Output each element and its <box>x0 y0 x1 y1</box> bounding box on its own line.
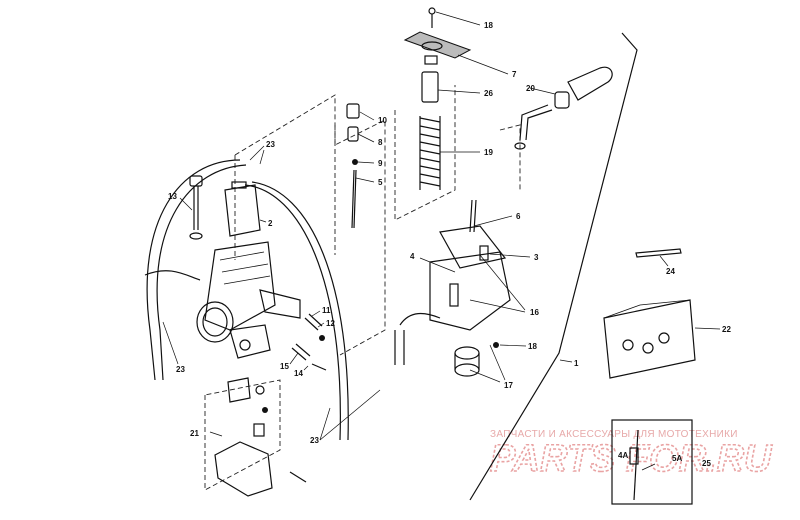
callout-5: 5 <box>378 178 383 187</box>
callout-18: 18 <box>484 21 493 30</box>
callout-19: 19 <box>484 148 493 157</box>
inset-box <box>611 419 693 505</box>
watermark-caption: ЗАПЧАСТИ И АКСЕССУАРЫ ДЛЯ МОТОТЕХНИКИ <box>490 429 738 440</box>
callout-21: 21 <box>190 429 199 438</box>
top-cap <box>189 175 261 240</box>
callout-12: 12 <box>326 319 335 328</box>
screws-jets <box>291 313 327 371</box>
vent-hoses <box>144 159 441 441</box>
callout-23-top: 23 <box>266 140 275 149</box>
callout-4A: 4A <box>618 451 628 460</box>
callout-7: 7 <box>512 70 517 79</box>
callout-22: 22 <box>722 325 731 334</box>
watermark: ЗАПЧАСТИ И АКСЕССУАРЫ ДЛЯ МОТОТЕХНИКИ PA… <box>489 429 774 481</box>
jet-kit <box>603 299 696 379</box>
callout-14: 14 <box>294 369 303 378</box>
needle-parts <box>346 103 360 229</box>
watermark-logo: PARTS FOR.RU <box>490 438 773 480</box>
callout-4: 4 <box>410 252 415 261</box>
callout-5A: 5A <box>672 454 682 463</box>
callout-10: 10 <box>378 116 387 125</box>
callout-1: 1 <box>574 359 579 368</box>
leader-lines <box>162 11 721 441</box>
callout-6: 6 <box>516 212 521 221</box>
callout-23-left: 23 <box>176 365 185 374</box>
throttle-cable <box>514 66 613 150</box>
callout-26: 26 <box>484 89 493 98</box>
callout-15: 15 <box>280 362 289 371</box>
callout-25: 25 <box>702 459 711 468</box>
callout-13: 13 <box>168 192 177 201</box>
callout-11: 11 <box>322 306 331 315</box>
callout-labels: 18 7 26 20 19 10 8 9 5 23 13 2 6 4 3 16 … <box>168 21 731 468</box>
callout-16: 16 <box>530 308 539 317</box>
frame-lines <box>204 32 638 501</box>
tie-strap <box>635 248 682 258</box>
callout-24: 24 <box>666 267 675 276</box>
callout-17: 17 <box>504 381 513 390</box>
callout-9: 9 <box>378 159 383 168</box>
group-21 <box>214 377 307 497</box>
float-bowl <box>429 199 511 331</box>
callout-8: 8 <box>378 138 383 147</box>
carburetor-body <box>196 241 301 359</box>
callout-18-lower: 18 <box>528 342 537 351</box>
slide-spring <box>419 116 441 190</box>
callout-23-bottom: 23 <box>310 436 319 445</box>
callout-2: 2 <box>268 219 273 228</box>
callout-3: 3 <box>534 253 539 262</box>
callout-20: 20 <box>526 84 535 93</box>
drain-parts <box>454 342 499 377</box>
slide-assembly <box>403 7 472 190</box>
